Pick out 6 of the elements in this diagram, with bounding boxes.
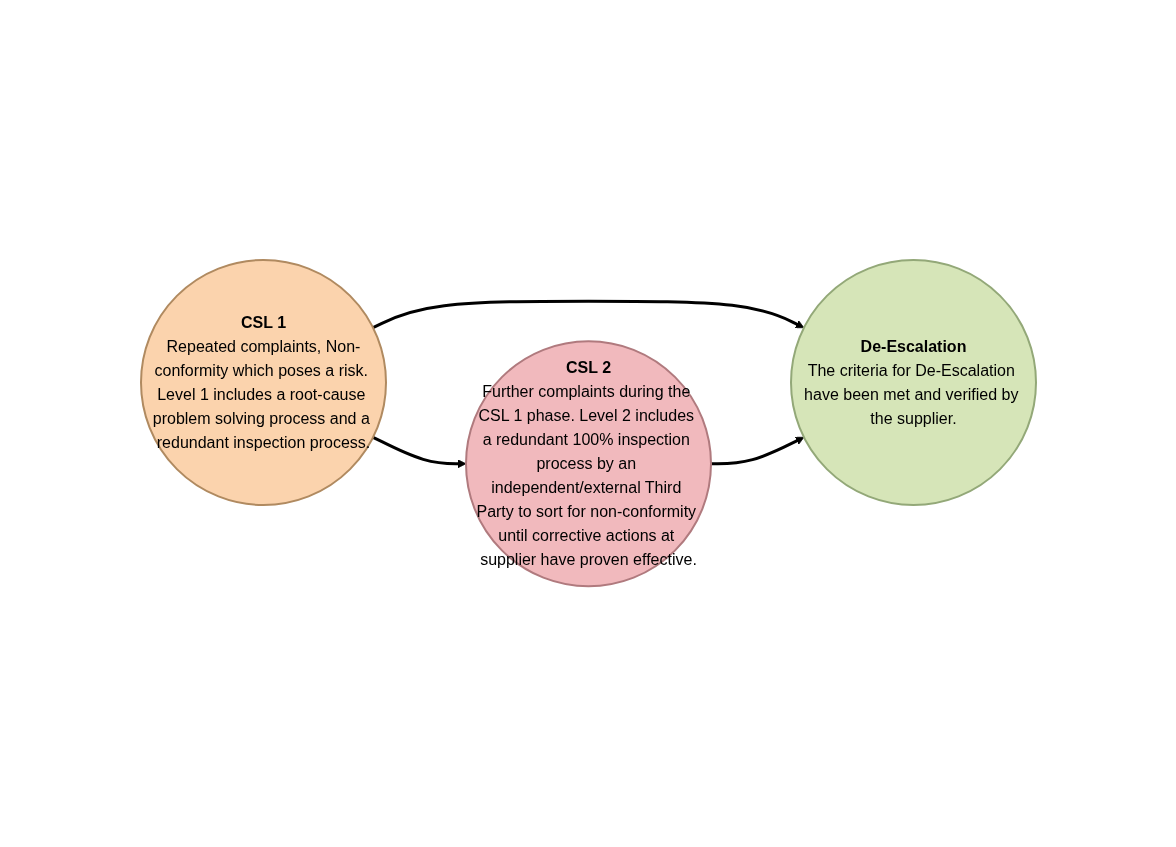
node-circle: CSL 1 Repeated complaints, Non-conformity which poses a risk. Level 1 includes a root-cause problem solving process and a redundant inspection process. [139,259,387,507]
arrow [371,436,466,469]
node-circle: CSL 2 Further complaints during the CSL 1 phase. Level 2 includes a redundant 100% inspection process by an independent/external Third Party to sort for non-conformity until corrective actions at supplier have proven effective. [464,340,712,588]
arrow [371,300,804,330]
arrow [710,437,804,466]
node-circle: De-Escalation The criteria for De-Escalation have been met and verified by the supplier. [789,259,1037,507]
